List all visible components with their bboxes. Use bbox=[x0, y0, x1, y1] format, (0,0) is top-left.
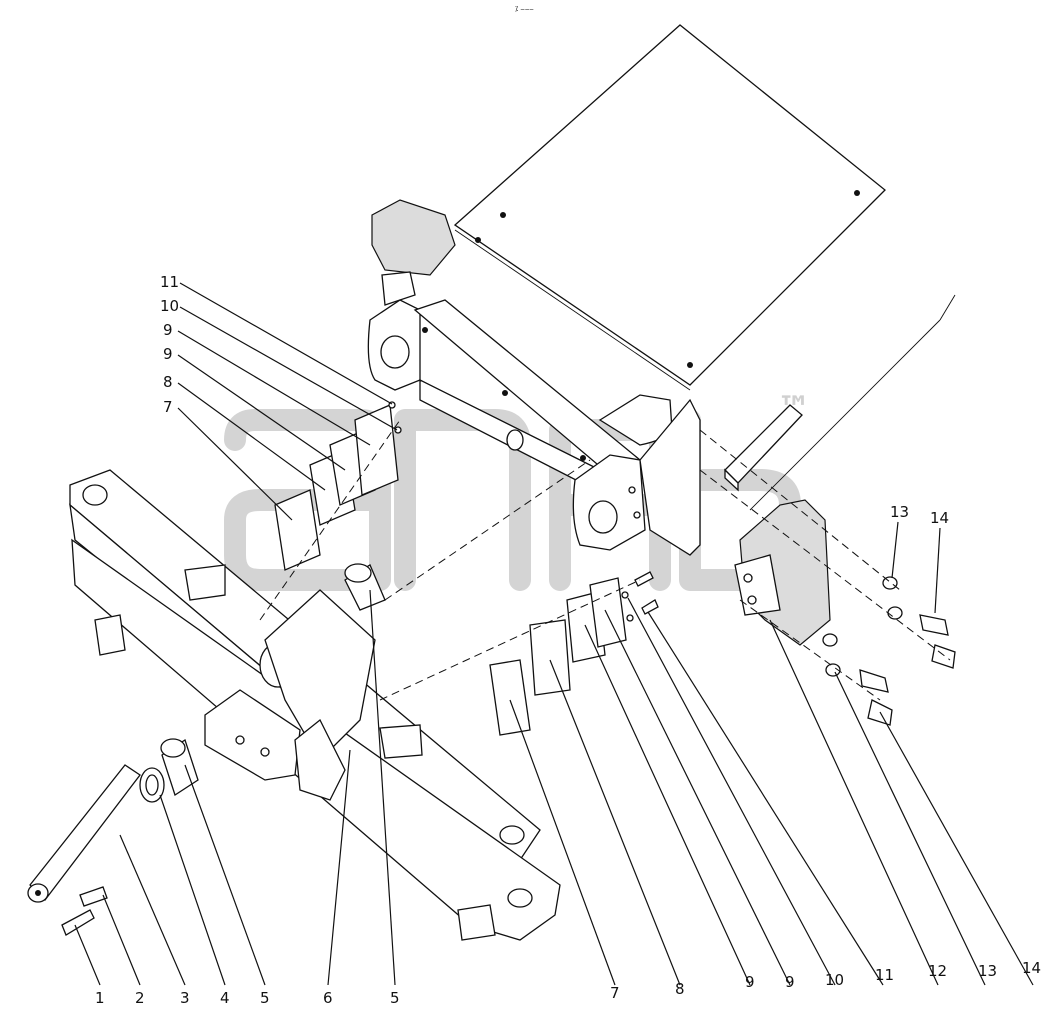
callout-6: 6 bbox=[323, 989, 333, 1007]
lower-frame bbox=[69, 469, 561, 941]
callout-9-top-b: 9 bbox=[163, 345, 173, 363]
callout-10-top: 10 bbox=[160, 297, 179, 315]
callout-14-bottom: 14 bbox=[1022, 959, 1041, 977]
header-mark: ⁒ ‒‒‒ bbox=[515, 5, 534, 13]
upper-frame-assembly bbox=[367, 24, 956, 646]
callout-9-bottom-b: 9 bbox=[785, 973, 795, 991]
callout-1: 1 bbox=[95, 989, 105, 1007]
exploded-parts bbox=[27, 401, 956, 936]
leader-lines bbox=[74, 282, 1034, 986]
callout-11-top: 11 bbox=[160, 273, 179, 291]
callout-8-top: 8 bbox=[163, 373, 173, 391]
callout-12: 12 bbox=[928, 962, 947, 980]
callout-7-bottom: 7 bbox=[610, 984, 620, 1002]
callout-10-bottom: 10 bbox=[825, 971, 844, 989]
callout-4: 4 bbox=[220, 989, 230, 1007]
callout-13-bottom: 13 bbox=[978, 962, 997, 980]
callout-13-top: 13 bbox=[890, 503, 909, 521]
callout-8-bottom: 8 bbox=[675, 980, 685, 998]
callout-2: 2 bbox=[135, 989, 145, 1007]
callout-9-top-a: 9 bbox=[163, 321, 173, 339]
callout-9-bottom-a: 9 bbox=[745, 973, 755, 991]
callout-11-bottom: 11 bbox=[875, 966, 894, 984]
callout-3: 3 bbox=[180, 989, 190, 1007]
callout-14-top: 14 bbox=[930, 509, 949, 527]
callout-labels: 1 2 3 4 5 6 5 7 8 9 9 10 11 12 13 14 11 … bbox=[95, 273, 1041, 1007]
callout-5-upper: 5 bbox=[390, 989, 400, 1007]
callout-5-lower: 5 bbox=[260, 989, 270, 1007]
callout-7-top: 7 bbox=[163, 398, 173, 416]
